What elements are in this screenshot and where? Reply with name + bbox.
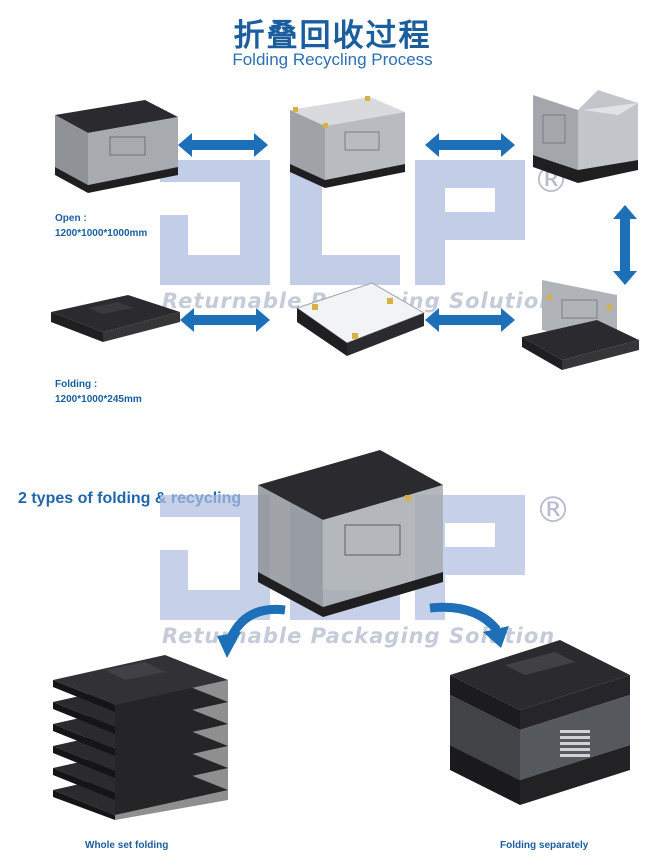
- double-arrow-icon: [425, 133, 515, 157]
- page-title-chinese: 折叠回收过程: [233, 18, 432, 54]
- single-wall-folding-image: [522, 280, 639, 370]
- whole-set-folding-stack-image: [53, 655, 228, 820]
- closed-box-large-image: [258, 450, 443, 617]
- curved-arrow-right-icon: [429, 602, 509, 648]
- double-arrow-icon: [180, 308, 270, 332]
- folded-pallet-image: [51, 295, 180, 342]
- page-title-english: Folding Recycling Process: [232, 50, 433, 69]
- closed-box-image: [55, 100, 178, 193]
- open-size: 1200*1000*1000mm: [55, 228, 148, 239]
- double-arrow-icon: [178, 133, 268, 157]
- folding-size: 1200*1000*245mm: [55, 394, 142, 405]
- open-label: Open :: [55, 213, 87, 224]
- curved-arrow-left-icon: [217, 604, 286, 658]
- watermark-registered-bottom: ®: [535, 490, 571, 531]
- half-folded-box-image: [533, 90, 638, 183]
- open-top-box-image: [290, 96, 405, 188]
- caption-whole-set-folding: Whole set folding: [85, 840, 169, 851]
- double-arrow-icon: [425, 308, 515, 332]
- caption-folding-separately: Folding separately: [500, 840, 589, 851]
- folding-separately-stack-image: [450, 640, 630, 805]
- panels-folded-image: [295, 282, 426, 356]
- vertical-double-arrow-icon: [613, 205, 637, 285]
- folding-label: Folding :: [55, 379, 98, 390]
